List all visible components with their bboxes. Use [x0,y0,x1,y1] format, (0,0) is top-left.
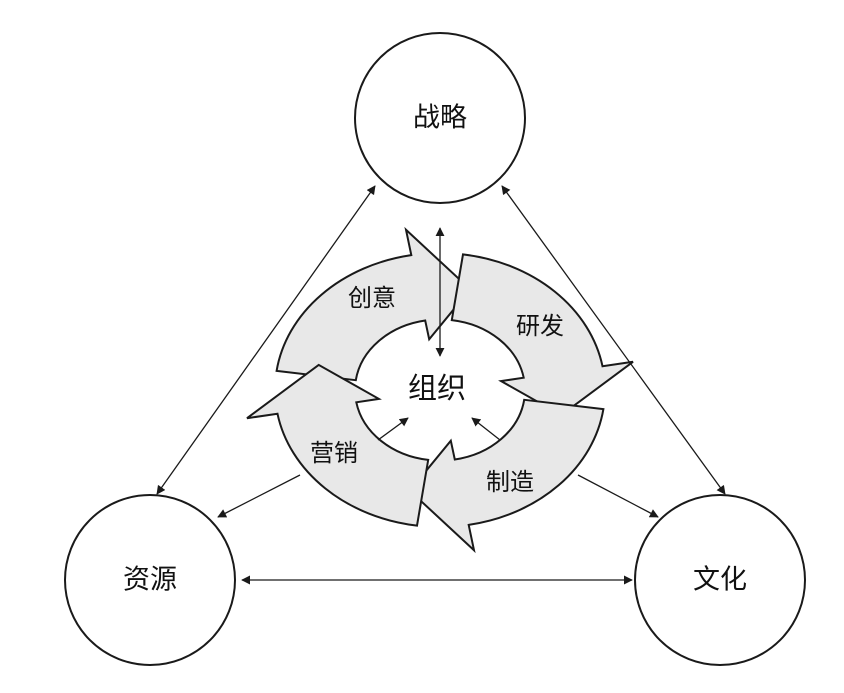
organization-center-label: 组织 [408,371,466,405]
node-culture: 文化 [634,494,806,666]
cycle-resources-connector [217,474,301,518]
strategy-label: 战略 [413,103,467,134]
cycle-ring [246,226,634,554]
ring-arrow-manufacturing [408,398,605,554]
strategy-culture-connector [501,185,726,495]
marketing-center-connector [377,417,409,441]
ring-arrow-rnd [450,253,634,417]
culture-label: 文化 [693,565,747,596]
segment-rnd-label: 研发 [516,312,564,340]
segment-creativity-label: 创意 [348,284,396,312]
resources-circle [64,494,236,666]
strategy-circle [354,32,526,204]
connector-lines [156,185,726,585]
node-strategy: 战略 [354,32,526,204]
strategy-resources-connector [156,185,376,495]
ring-arrow-creativity [275,226,472,382]
segment-manufacturing-label: 制造 [486,468,534,496]
ring-arrow-marketing [246,363,430,527]
node-resources: 资源 [64,494,236,666]
inner-connectors [377,227,501,441]
culture-circle [634,494,806,666]
resources-label: 资源 [123,565,177,596]
cycle-culture-connector [577,474,659,518]
segment-marketing-label: 营销 [310,439,358,467]
manufacturing-center-connector [471,417,501,441]
